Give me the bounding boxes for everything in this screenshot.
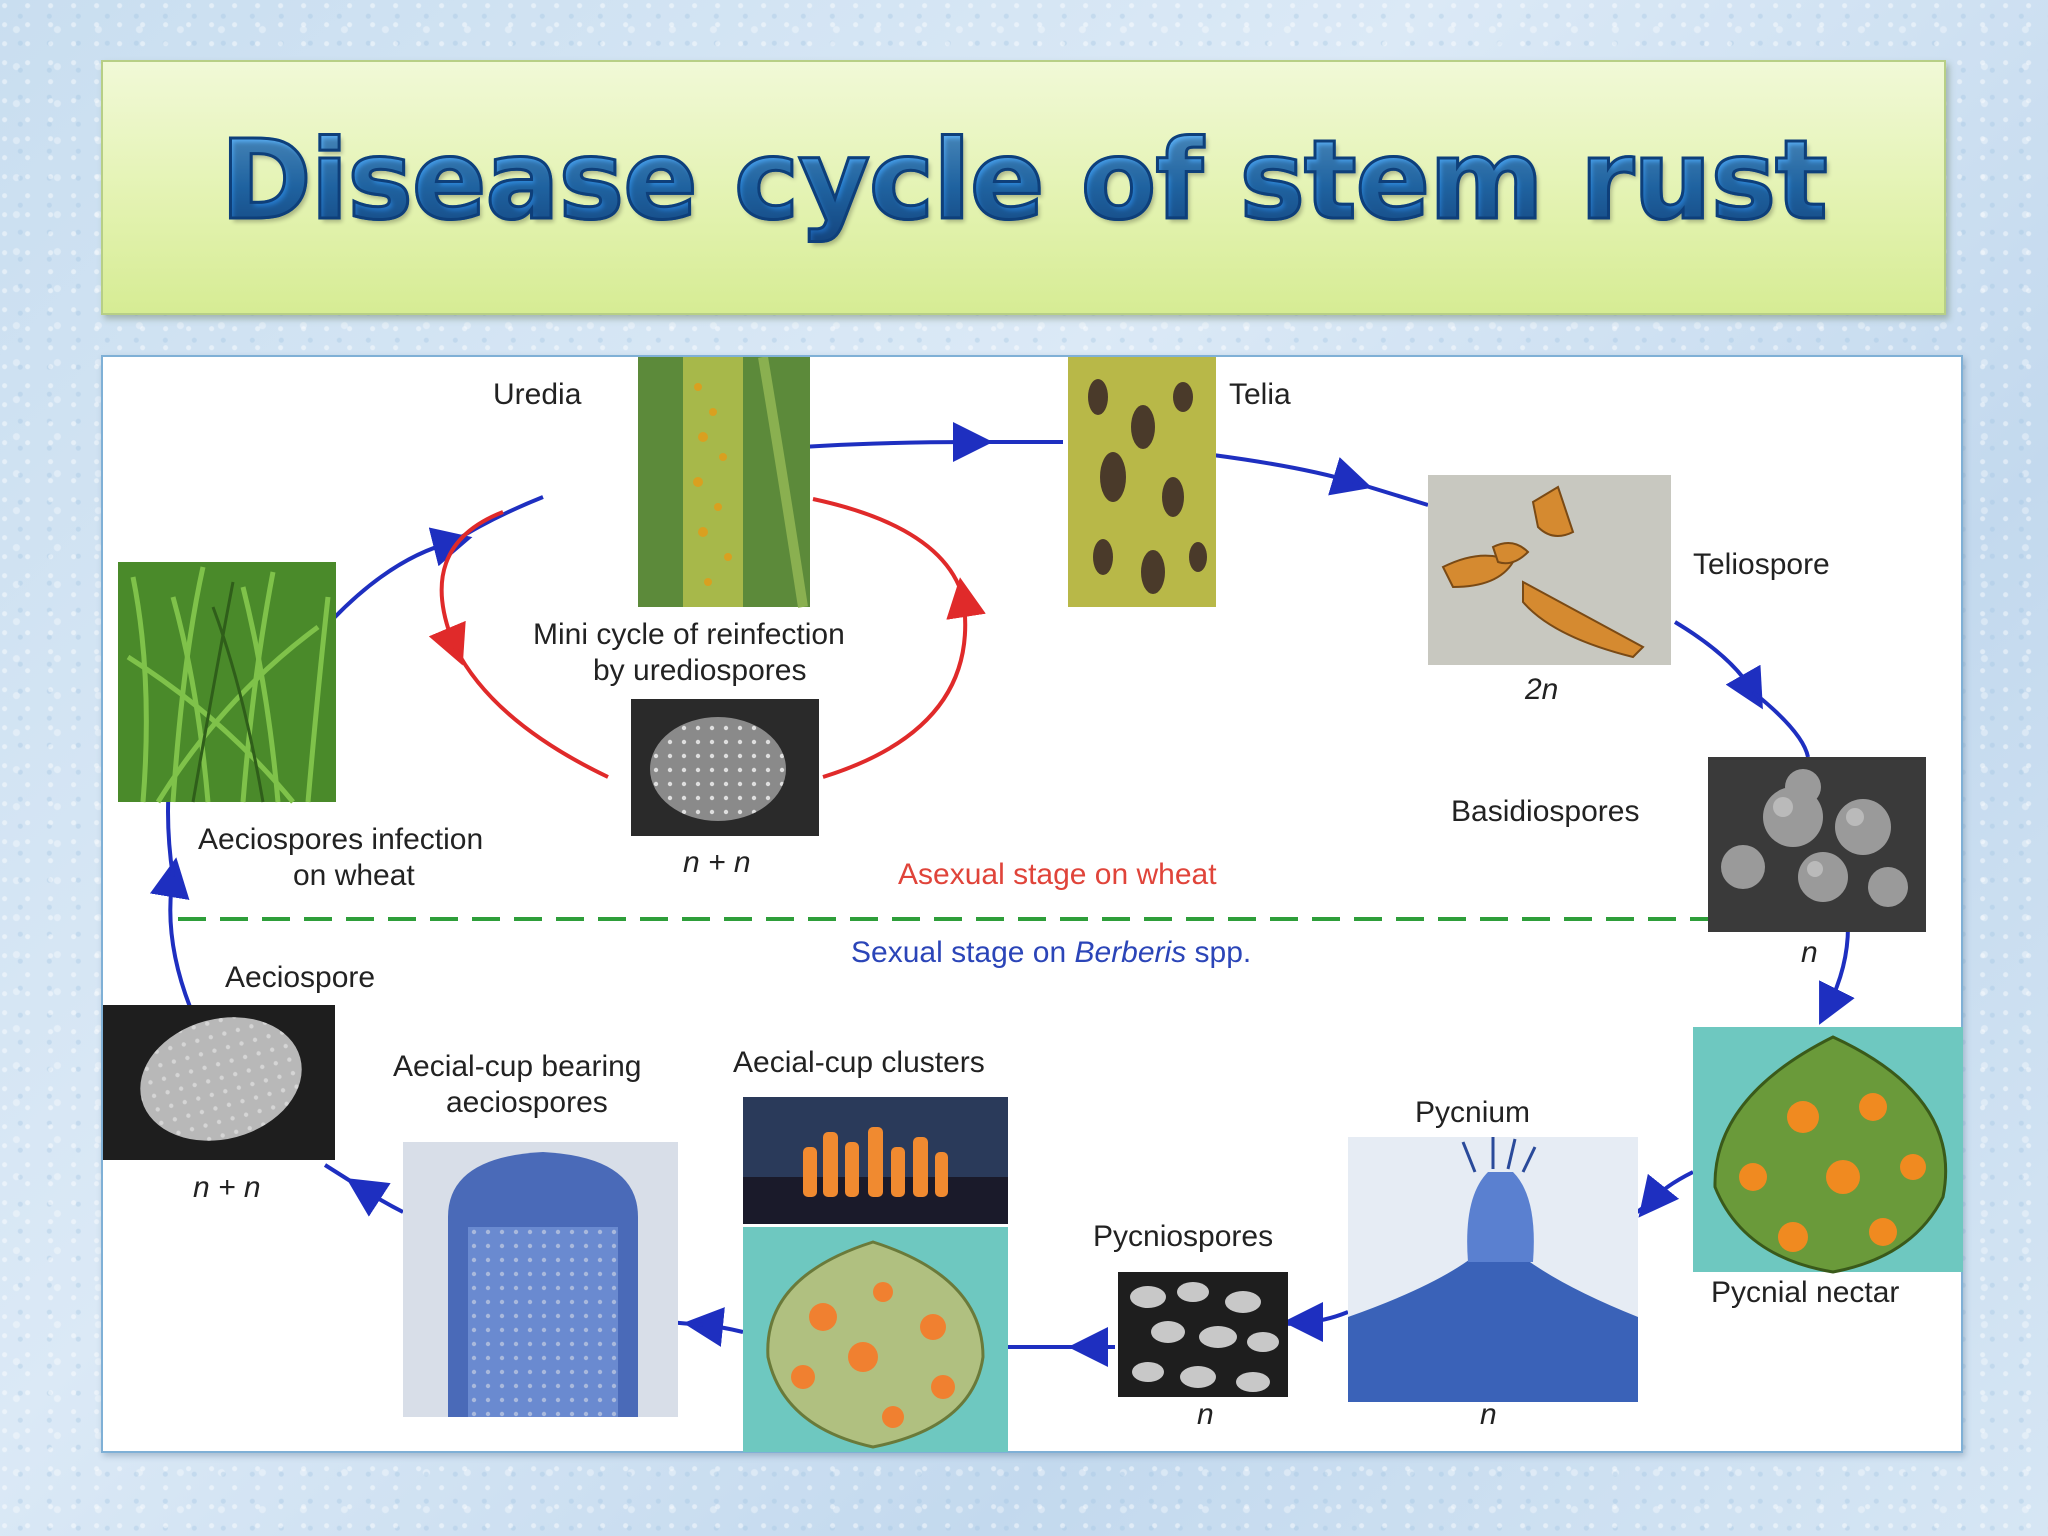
aecial-cup-clusters-image — [743, 1097, 1008, 1224]
teliospore-ploidy: 2n — [1525, 673, 1559, 706]
aecial-leaf-image — [743, 1227, 1008, 1452]
mini-cycle-arrows — [428, 497, 986, 779]
aecial-cup-section-image — [403, 1142, 678, 1417]
aecial-cup-bearing-label-1: Aecial-cup bearing — [393, 1050, 642, 1083]
basidiospores-ploidy: n — [1801, 936, 1818, 969]
pycnium-ploidy: n — [1480, 1398, 1497, 1431]
sexual-stage-prefix: Sexual stage on — [851, 936, 1075, 969]
sexual-stage-suffix: spp. — [1186, 936, 1252, 969]
sexual-stage-label: Sexual stage on Berberis spp. — [851, 935, 1251, 971]
aeciospores-infection-label-1: Aeciospores infection — [198, 823, 484, 856]
urediospore-ploidy: n + n — [683, 846, 751, 879]
mini-cycle-label-2: by urediospores — [593, 654, 807, 687]
telia-leaf-image — [1068, 357, 1216, 607]
pycnial-nectar-label: Pycnial nectar — [1711, 1276, 1900, 1309]
pycnial-nectar-leaf-image — [1693, 1027, 1963, 1274]
slide-title: Disease cycle of stem rust — [103, 115, 1944, 246]
uredia-label: Uredia — [493, 378, 582, 411]
pycniospores-label: Pycniospores — [1093, 1220, 1274, 1253]
aeciospores-infection-label-2: on wheat — [293, 859, 415, 892]
sexual-stage-genus: Berberis — [1074, 936, 1187, 969]
uredia-leaf-image — [638, 357, 810, 608]
aeciospore-sem-image — [103, 1005, 335, 1160]
aeciospore-label: Aeciospore — [225, 961, 376, 994]
asexual-stage-label: Asexual stage on wheat — [898, 858, 1217, 891]
basidiospores-label: Basidiospores — [1451, 795, 1640, 828]
aeciospore-ploidy: n + n — [193, 1171, 261, 1204]
telia-label: Telia — [1229, 378, 1291, 411]
urediospore-sem-image — [631, 699, 819, 836]
mini-cycle-label-1: Mini cycle of reinfection — [533, 618, 845, 651]
aecial-cup-clusters-label: Aecial-cup clusters — [733, 1046, 985, 1079]
disease-cycle-diagram: Uredia Telia Teliospore 2n Basidiospores… — [101, 355, 1963, 1453]
basidiospores-sem-image — [1708, 757, 1926, 932]
wheat-field-image — [118, 562, 336, 804]
pycnium-label: Pycnium — [1415, 1096, 1531, 1129]
cycle-arrows — [103, 357, 1963, 1452]
pycniospores-ploidy: n — [1197, 1398, 1214, 1431]
pycniospores-sem-image — [1118, 1272, 1288, 1397]
title-banner: Disease cycle of stem rust — [101, 60, 1946, 315]
pycnium-section-image — [1348, 1137, 1638, 1402]
teliospore-image — [1428, 475, 1671, 665]
aecial-cup-bearing-label-2: aeciospores — [446, 1086, 608, 1119]
teliospore-label: Teliospore — [1693, 548, 1830, 581]
